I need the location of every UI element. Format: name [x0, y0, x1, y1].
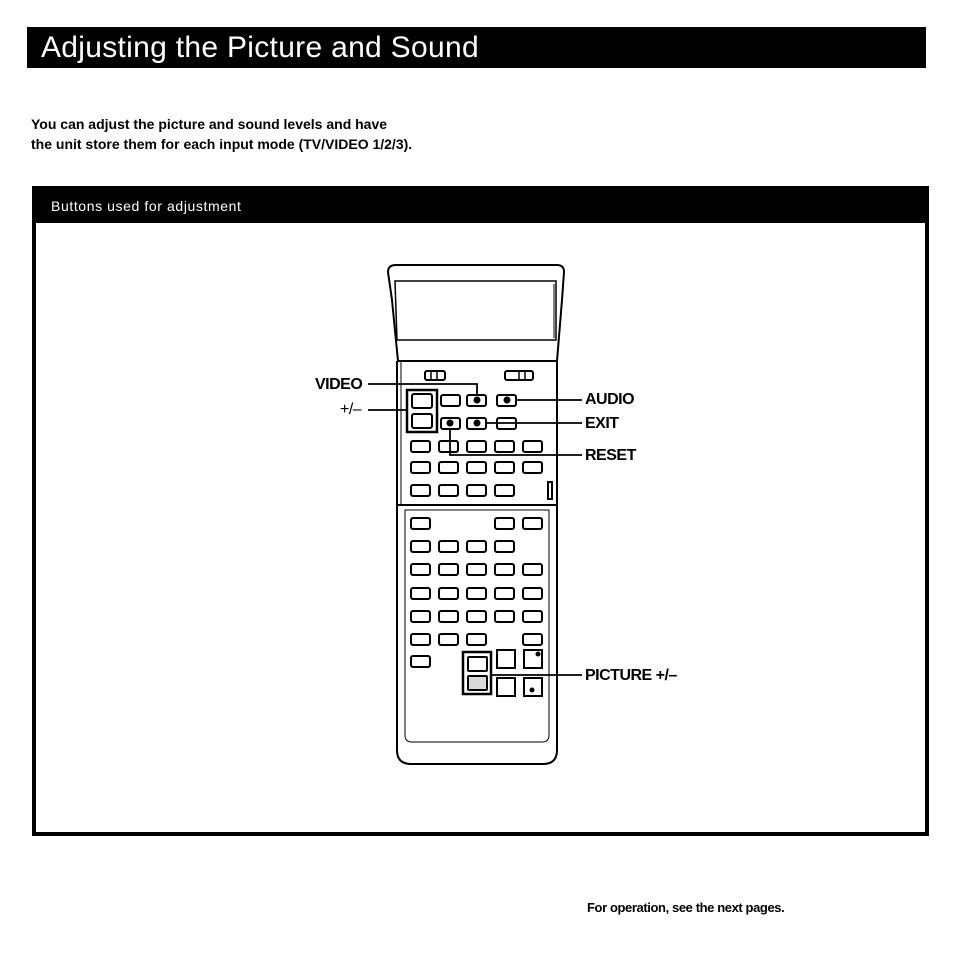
remote-upper-body: [396, 361, 558, 506]
callout-video-plusminus: +/–: [340, 401, 362, 418]
intro-line-2: the unit store them for each input mode …: [31, 136, 413, 152]
page-title-bar: Adjusting the Picture and Sound: [27, 27, 926, 68]
footer-note: For operation, see the next pages.: [587, 900, 785, 915]
side-slider-icon: [547, 481, 553, 500]
video-leader-line: [368, 383, 478, 395]
callout-picture: PICTURE +/–: [585, 667, 677, 684]
video-button-group: [405, 388, 439, 434]
picture-plus-button: [467, 656, 488, 672]
callout-video: VIDEO: [315, 376, 363, 393]
remote-lower-body: [396, 505, 558, 765]
picture-button-group: [461, 650, 493, 696]
lower-button-grid: [410, 517, 543, 668]
callout-exit: EXIT: [585, 415, 619, 432]
picture-minus-button: [467, 675, 488, 691]
panel-header: Buttons used for adjustment: [36, 190, 925, 223]
remote-lid-window: [394, 280, 557, 341]
switch-left-icon: [424, 370, 446, 381]
adjustment-panel: Buttons used for adjustment: [32, 186, 929, 836]
upper-button-grid: [410, 440, 543, 497]
callout-reset: RESET: [585, 447, 636, 464]
video-plus-button: [411, 393, 433, 409]
intro-line-1: You can adjust the picture and sound lev…: [31, 116, 388, 132]
reset-leader-line: [449, 429, 582, 456]
callout-audio: AUDIO: [585, 391, 635, 408]
page-title: Adjusting the Picture and Sound: [41, 31, 479, 64]
video-minus-button: [411, 413, 433, 429]
remote-lid-outline: [386, 264, 566, 362]
intro-text: You can adjust the picture and sound lev…: [31, 114, 591, 154]
